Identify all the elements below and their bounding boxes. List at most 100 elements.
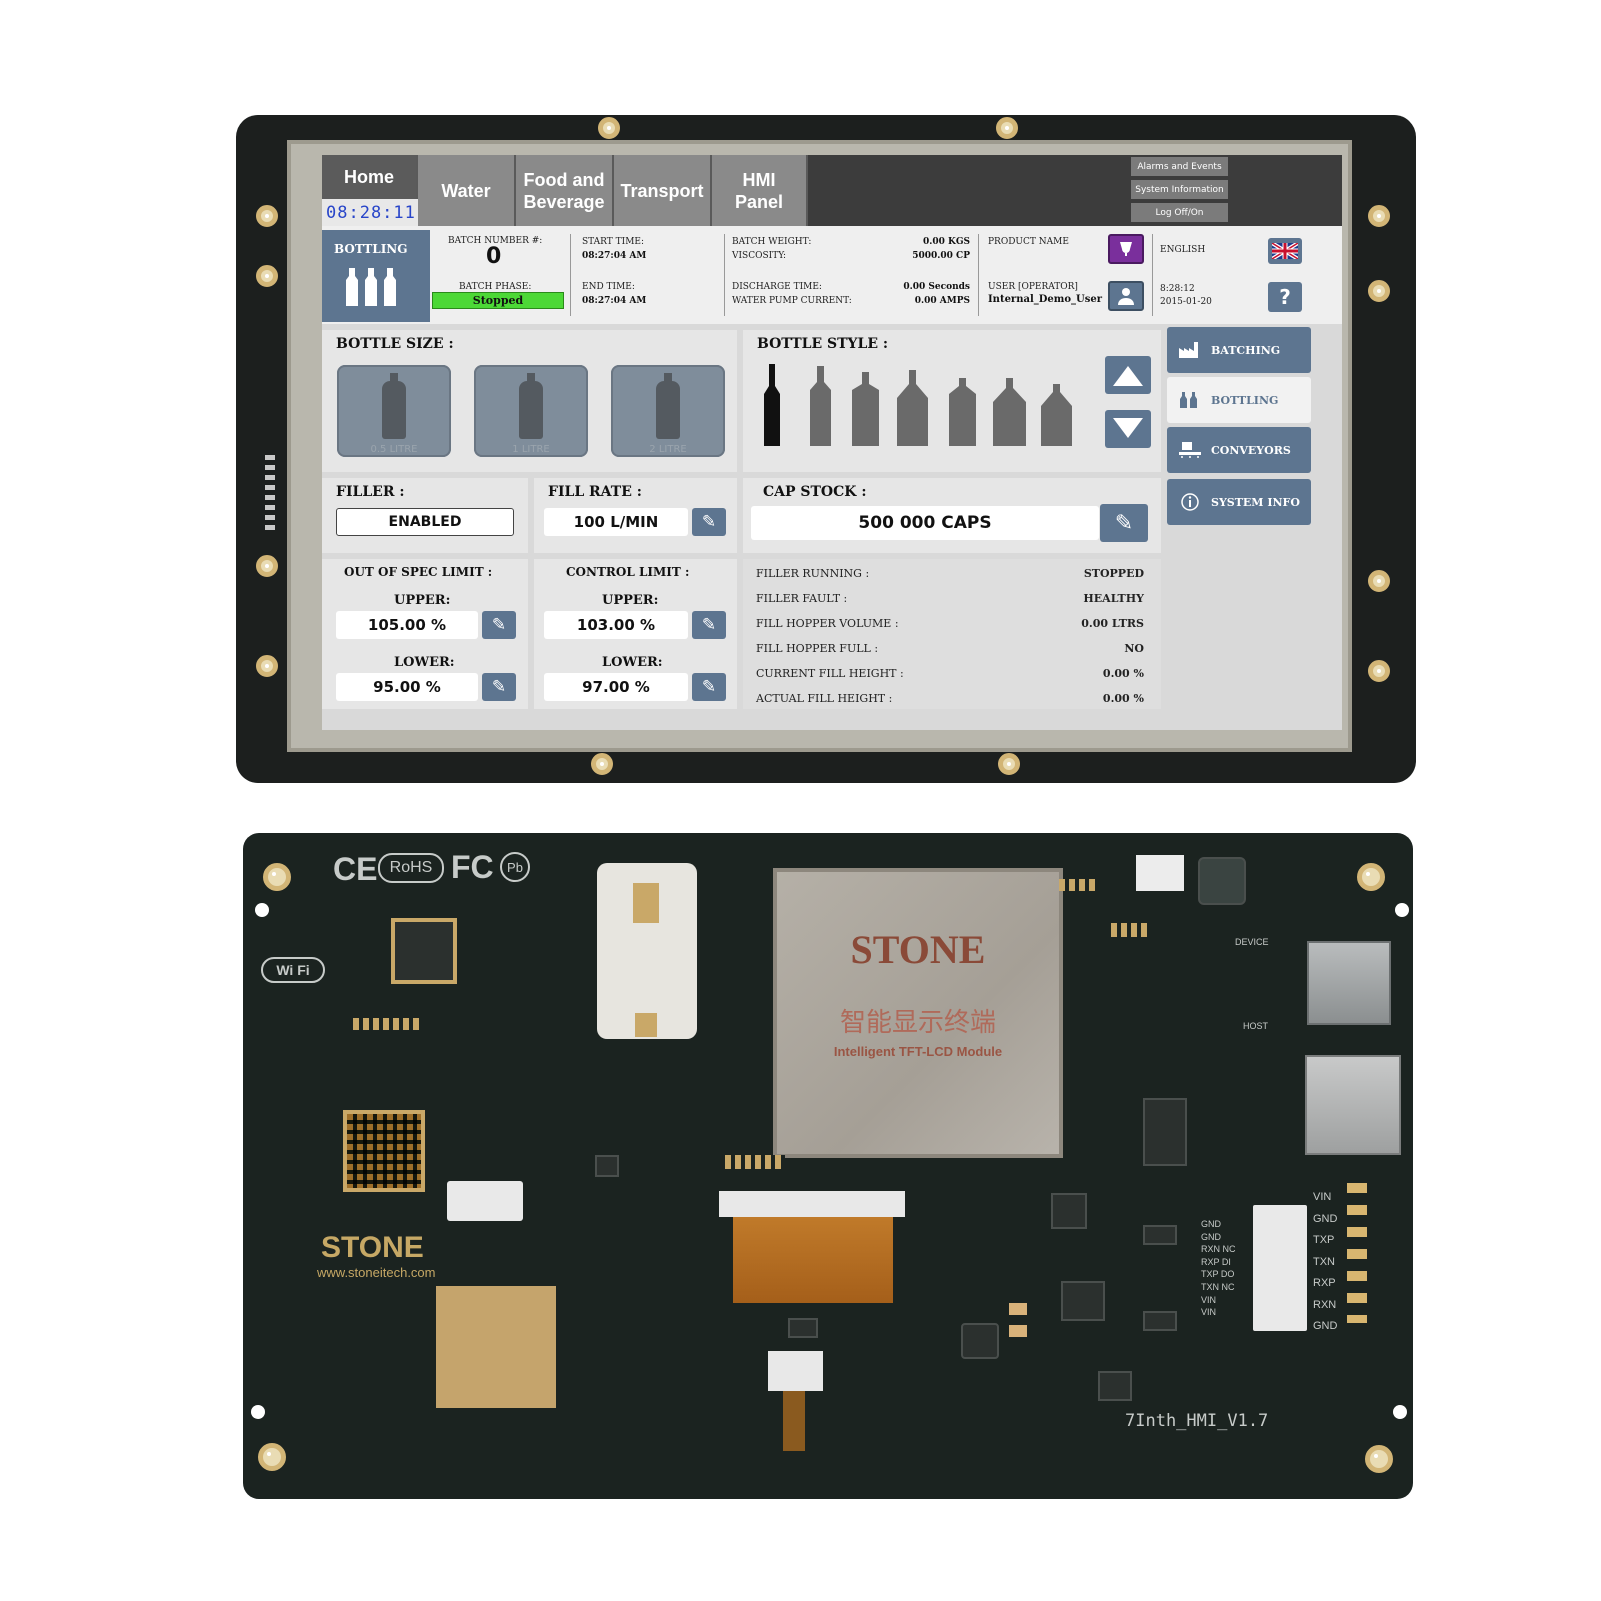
copper-pad (436, 1286, 556, 1408)
fpc-connector (768, 1351, 823, 1391)
bottle-size-option-0-5-litre[interactable]: 0.5 LITRE (337, 365, 451, 457)
uart-connector (1253, 1205, 1307, 1331)
header-pins (1347, 1183, 1367, 1323)
fc-mark: FC (451, 849, 494, 885)
mounting-hole (996, 117, 1018, 139)
mounting-hole (598, 117, 620, 139)
batch-phase-label: BATCH PHASE: (459, 282, 532, 292)
discharge-time-label: DISCHARGE TIME: (732, 282, 822, 292)
pin-label: RXP DI (1201, 1256, 1231, 1267)
bottle-size-label: 0.5 LITRE (370, 444, 418, 455)
status-label: FILLER RUNNING : (756, 567, 870, 580)
top-nav-bar: Home 08:28:11 Water Food and Beverage Tr… (322, 155, 1342, 226)
bottle-size-panel: BOTTLE SIZE : 0.5 LITRE 1 LITRE 2 LITRE (322, 330, 737, 472)
mounting-hole (256, 555, 278, 577)
bottle-size-option-2-litre[interactable]: 2 LITRE (611, 365, 725, 457)
inductor (961, 1323, 999, 1359)
water-pump-label: WATER PUMP CURRENT: (732, 296, 852, 306)
out-of-spec-lower-edit-button[interactable]: ✎ (482, 673, 516, 701)
language-label: ENGLISH (1160, 245, 1206, 255)
language-button[interactable] (1268, 238, 1302, 264)
style-up-button[interactable] (1105, 356, 1151, 394)
mounting-hole (1365, 1445, 1393, 1473)
end-time-value: 08:27:04 AM (582, 296, 647, 306)
wifi-mark: Wi Fi (261, 957, 325, 983)
end-time-label: END TIME: (582, 282, 635, 292)
tab-water[interactable]: Water (418, 155, 516, 226)
tab-food-and-beverage[interactable]: Food and Beverage (516, 155, 614, 226)
control-limit-lower-edit-button[interactable]: ✎ (692, 673, 726, 701)
hmi-screen: Home 08:28:11 Water Food and Beverage Tr… (322, 155, 1342, 730)
ic-chip (1098, 1371, 1132, 1401)
pencil-icon: ✎ (701, 677, 717, 697)
smd-resistor-array (725, 1155, 785, 1169)
pin-label: GND (1201, 1219, 1221, 1229)
batch-weight-value: 0.00 KGS (922, 237, 970, 247)
device-label: DEVICE (1235, 937, 1269, 947)
water-pump-value: 0.00 AMPS (914, 296, 970, 306)
tab-home[interactable]: Home (322, 155, 418, 199)
pin-label: TXN (1313, 1255, 1335, 1268)
pcb-board: CE RoHS FC Pb Wi Fi STONE www.stoneitech… (243, 833, 1413, 1499)
cap-stock-panel: CAP STOCK : 500 000 CAPS ✎ (743, 478, 1161, 553)
ic-chip (1143, 1311, 1177, 1331)
divider (978, 234, 979, 316)
bottle-style-panel: BOTTLE STYLE : (743, 330, 1161, 472)
tab-hmi-panel[interactable]: HMI Panel (712, 155, 808, 226)
control-limit-upper-edit-button[interactable]: ✎ (692, 611, 726, 639)
filler-toggle[interactable]: ENABLED (336, 508, 514, 536)
fill-rate-panel: FILL RATE : 100 L/MIN ✎ (534, 478, 737, 553)
status-value: 0.00 % (1102, 667, 1144, 680)
bottle-icon (382, 373, 406, 439)
mounting-hole (1368, 660, 1390, 682)
bottle-style-options[interactable] (761, 364, 1091, 448)
shield-chinese-text: 智能显示终端 (839, 1008, 996, 1038)
out-of-spec-upper-edit-button[interactable]: ✎ (482, 611, 516, 639)
sidebar-item-batching[interactable]: BATCHING (1167, 327, 1311, 373)
bottle-size-option-1-litre[interactable]: 1 LITRE (474, 365, 588, 457)
shield-subtitle: Intelligent TFT-LCD Module (833, 1044, 1003, 1059)
battery-holder (597, 863, 697, 1039)
viscosity-label: VISCOSITY: (732, 251, 787, 261)
battery-contact (635, 1013, 657, 1037)
wifi-chip (391, 918, 457, 984)
host-label: HOST (1243, 1021, 1269, 1031)
batch-number-label: BATCH NUMBER #: (448, 236, 543, 246)
clock-display: 08:28:11 (322, 199, 418, 226)
cap-stock-edit-button[interactable]: ✎ (1100, 504, 1148, 542)
user-button[interactable] (1108, 281, 1144, 311)
status-value: 0.00 % (1102, 692, 1144, 705)
rohs-mark: RoHS (378, 853, 444, 883)
mounting-hole (1357, 863, 1385, 891)
ic-chip (595, 1155, 619, 1177)
status-value: 0.00 LTRS (1081, 617, 1144, 630)
lcd-fpc-connector (719, 1191, 905, 1311)
tab-transport[interactable]: Transport (614, 155, 712, 226)
sidebar-item-system-info[interactable]: SYSTEM INFO (1167, 479, 1311, 525)
uk-flag-icon (1272, 243, 1298, 259)
style-down-button[interactable] (1105, 410, 1151, 448)
sidebar-item-conveyors[interactable]: CONVEYORS (1167, 427, 1311, 473)
sidebar-item-bottling[interactable]: BOTTLING (1167, 377, 1311, 423)
wine-glass-icon (1120, 242, 1132, 256)
control-limit-lower-label: LOWER: (602, 655, 663, 670)
usb-port (1307, 941, 1391, 1025)
pin-label: GND (1201, 1231, 1221, 1242)
product-icon-button[interactable] (1108, 234, 1144, 264)
help-button[interactable]: ? (1268, 282, 1302, 312)
pin-label: TXN NC (1201, 1281, 1235, 1292)
pin-label: RXN NC (1201, 1244, 1236, 1255)
pin-label: VIN (1201, 1307, 1217, 1318)
mounting-hole (591, 753, 613, 775)
fill-rate-edit-button[interactable]: ✎ (692, 508, 726, 536)
ic-chip (1143, 1225, 1177, 1245)
alarms-button[interactable]: Alarms and Events (1131, 157, 1228, 178)
pin-label: RXN (1313, 1298, 1337, 1311)
user-value: Internal_Demo_User (988, 294, 1103, 305)
start-time-value: 08:27:04 AM (582, 251, 647, 261)
pencil-icon: ✎ (701, 512, 717, 532)
system-information-button[interactable]: System Information (1131, 180, 1228, 201)
pencil-icon: ✎ (701, 615, 717, 635)
log-off-button[interactable]: Log Off/On (1131, 203, 1228, 224)
mounting-hole (263, 863, 291, 891)
